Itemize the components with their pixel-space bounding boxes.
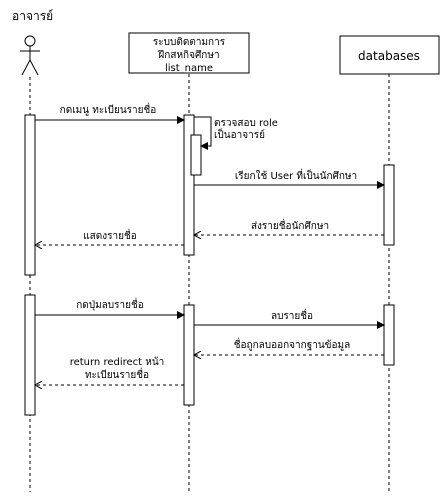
system-participant-line-3: list_name: [165, 63, 213, 74]
actor-activation-2: [24, 294, 36, 416]
message-label-2-line-2: เป็นอาจารย์: [214, 127, 265, 141]
system-participant-line-2: ฝึกสหกิจศึกษา: [157, 49, 219, 61]
message-label-9-line-2: ทะเบียนรายชื่อ: [85, 367, 149, 381]
database-participant-box: [339, 35, 440, 75]
message-label-8: ชื่อถูกลบออกจากฐานข้อมูล: [234, 337, 351, 351]
message-label-1: กดเมนู ทะเบียนรายชื่อ: [60, 102, 157, 116]
system-participant-box: [128, 32, 250, 74]
database-activation-2: [383, 304, 395, 366]
system-participant-line-1: ระบบติดตามการ: [153, 37, 226, 48]
system-activation-nested: [190, 134, 202, 176]
message-label-4: ส่งรายชื่อนักศึกษา: [251, 218, 329, 232]
database-activation-1: [383, 164, 395, 246]
actor-stick-figure-icon: [20, 35, 40, 76]
actor-label: อาจารย์: [12, 9, 53, 23]
message-label-3: เรียกใช้ User ที่เป็นนักศึกษา: [235, 168, 357, 182]
message-label-5: แสดงรายชื่อ: [83, 228, 137, 242]
actor-activation-1: [24, 114, 36, 276]
database-participant-label: databases: [358, 49, 420, 63]
message-label-2-line-1: ตรวจสอบ role: [214, 118, 278, 129]
message-arrow-2-self-call: [194, 116, 212, 150]
message-label-6: กดปุ่มลบรายชื่อ: [76, 297, 144, 311]
system-activation-2: [183, 304, 195, 406]
message-label-7: ลบรายชื่อ: [271, 308, 313, 322]
message-label-9-line-1: return redirect หน้า: [70, 356, 165, 368]
